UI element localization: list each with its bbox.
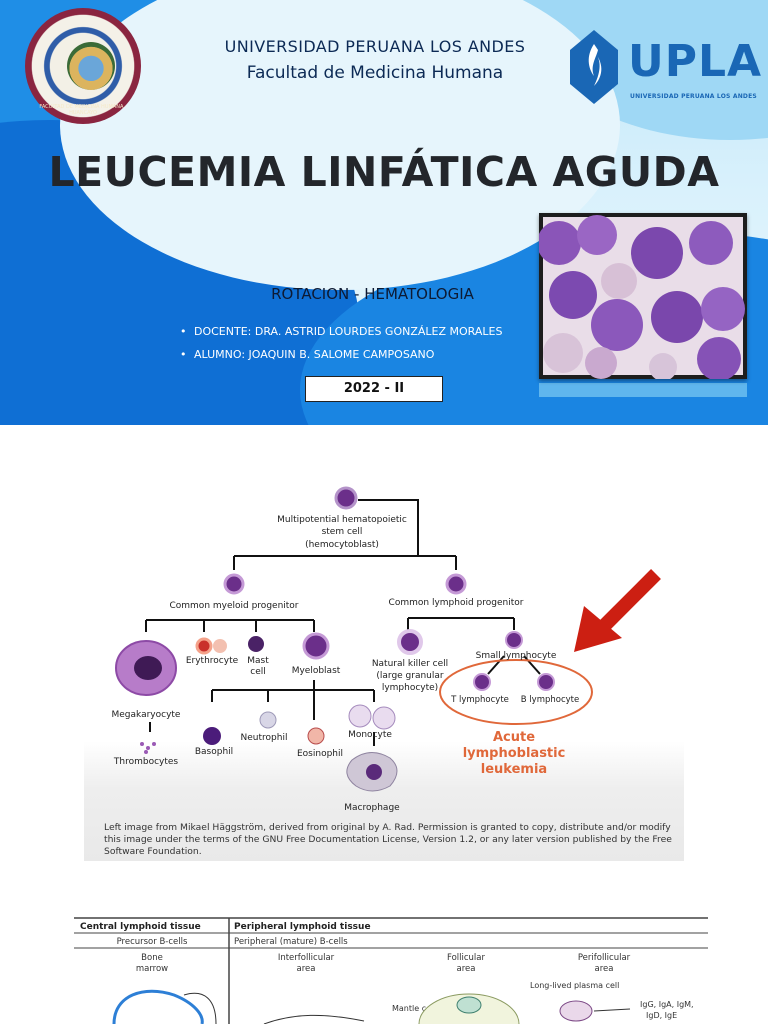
teacher-label: DOCENTE: DRA. ASTRID LOURDES GONZÁLEZ MO… (194, 325, 503, 338)
bullet-student: •ALUMNO: JOAQUIN B. SALOME CAMPOSANO (180, 348, 435, 361)
nk-label-3: lymphocyte) (382, 683, 438, 693)
erythrocyte-cell-2 (213, 639, 227, 653)
nk-label-2: (large granular (376, 671, 444, 681)
small-lymphocyte-cell (505, 631, 523, 649)
mast-label-1: Mast (247, 656, 269, 666)
area-follicular-2: area (457, 964, 476, 974)
macrophage-nucleus (366, 764, 382, 780)
interfollicular-arrow (263, 1014, 365, 1024)
area-follicular-1: Follicular (447, 953, 486, 963)
blood-smear-image (539, 213, 747, 379)
b-lymphocyte-label: B lymphocyte (521, 695, 579, 705)
red-arrow-icon (574, 569, 661, 652)
upla-shield-icon (570, 30, 618, 104)
b-cell-table-graphic: Central lymphoid tissue Peripheral lymph… (74, 917, 708, 1024)
mast-label-2: cell (250, 667, 266, 677)
row-central: Precursor B-cells (117, 937, 188, 947)
area-bone-1: Bone (141, 953, 163, 963)
marrow-outline (183, 992, 217, 1024)
area-perifollicular-2: area (595, 964, 614, 974)
b-lymphocyte-cell (537, 673, 555, 691)
megakaryocyte-label: Megakaryocyte (112, 710, 181, 720)
caption-line-1: Left image from Mikael Häggström, derive… (104, 822, 671, 833)
area-bone-2: marrow (136, 964, 168, 974)
plasma-cell (559, 1000, 593, 1022)
hematopoiesis-tree: Multipotential hematopoietic stem cell (… (112, 486, 661, 813)
lymphocyte-highlight-ellipse (439, 659, 593, 725)
all-label-1: Acute (493, 730, 535, 745)
lymphoid-label: Common lymphoid progenitor (389, 598, 524, 608)
faculty-name: Facultad de Medicina Humana (246, 63, 504, 83)
nk-label-1: Natural killer cell (372, 659, 448, 669)
student-label: ALUMNO: JOAQUIN B. SALOME CAMPOSANO (194, 348, 435, 361)
university-name: UNIVERSIDAD PERUANA LOS ANDES (224, 37, 526, 56)
stem-label-2: stem cell (322, 527, 363, 537)
stem-label-1: Multipotential hematopoietic (277, 515, 407, 525)
monocyte-cell (348, 704, 372, 728)
mantle-cell (456, 996, 482, 1014)
area-perifollicular-1: Perifollicular (578, 953, 631, 963)
mantle-cell-label: Mantle cell (392, 1004, 435, 1013)
myeloid-cell (223, 573, 245, 595)
erythrocyte-label: Erythrocyte (186, 656, 239, 666)
thrombocytes-label: Thrombocytes (113, 757, 179, 767)
faculty-seal-logo: FACULTAD DE MEDICINA HUMANA · HUANCAYO (25, 8, 141, 124)
myeloblast-cell (302, 632, 330, 660)
mast-cell (248, 636, 264, 652)
lymphoid-cell (445, 573, 467, 595)
basophil-cell (203, 727, 221, 745)
ig-label-2: IgD, IgE (646, 1011, 677, 1020)
ig-arrow (593, 1008, 631, 1012)
upla-logo-text: UPLA (628, 36, 763, 87)
upla-logo-subtitle: UNIVERSIDAD PERUANA LOS ANDES (630, 93, 757, 100)
stem-cell (334, 486, 358, 510)
rotation-subtitle: ROTACION - HEMATOLOGIA (271, 285, 474, 303)
all-label-2: lymphoblastic (463, 746, 566, 761)
small-lymphocyte-label: Small lymphocyte (476, 651, 557, 661)
stem-label-3: (hemocytoblast) (305, 540, 379, 550)
plasma-cell-label: Long-lived plasma cell (530, 981, 619, 990)
neutrophil-cell (259, 711, 277, 729)
area-interfollicular-2: area (297, 964, 316, 974)
erythrocyte-cell (195, 637, 213, 655)
monocyte-cell-2 (372, 706, 396, 730)
basophil-label: Basophil (195, 747, 233, 757)
nk-cell (397, 629, 423, 655)
all-label-3: leukemia (481, 762, 547, 777)
seal-text: FACULTAD DE MEDICINA HUMANA · HUANCAYO (39, 104, 127, 116)
title-slide: FACULTAD DE MEDICINA HUMANA · HUANCAYO U… (0, 0, 768, 425)
t-lymphocyte-cell (473, 673, 491, 691)
presentation-title: LEUCEMIA LINFÁTICA AGUDA (48, 148, 720, 196)
period-badge: 2022 - II (305, 376, 443, 402)
hematopoiesis-diagram: Multipotential hematopoietic stem cell (… (84, 470, 684, 861)
monocyte-label: Monocyte (348, 730, 392, 740)
myeloblast-label: Myeloblast (292, 666, 341, 676)
bullet-teacher: •DOCENTE: DRA. ASTRID LOURDES GONZÁLEZ M… (180, 325, 503, 338)
eosinophil-cell (307, 727, 325, 745)
megakaryocyte-nucleus (134, 656, 162, 680)
diagram-caption: Left image from Mikael Häggström, derive… (104, 822, 684, 858)
seal-emblem-icon (67, 42, 115, 90)
header-peripheral: Peripheral lymphoid tissue (234, 922, 371, 932)
macrophage-label: Macrophage (344, 803, 400, 813)
b-cell-development-table: Central lymphoid tissue Peripheral lymph… (74, 915, 708, 1024)
caption-line-2: this image under the terms of the GNU Fr… (104, 834, 672, 845)
area-interfollicular-1: Interfollicular (278, 953, 335, 963)
image-shadow-band (539, 383, 747, 397)
caption-line-3: Software Foundation. (104, 846, 202, 857)
row-peripheral: Peripheral (mature) B-cells (234, 937, 348, 947)
t-lymphocyte-label: T lymphocyte (450, 695, 509, 705)
header-central: Central lymphoid tissue (80, 922, 201, 932)
neutrophil-label: Neutrophil (241, 733, 288, 743)
thrombocytes-cells (140, 742, 156, 754)
eosinophil-label: Eosinophil (297, 749, 343, 759)
bone-marrow-drawing (112, 989, 204, 1024)
myeloid-label: Common myeloid progenitor (169, 601, 298, 611)
ig-label-1: IgG, IgA, IgM, (640, 1000, 694, 1009)
